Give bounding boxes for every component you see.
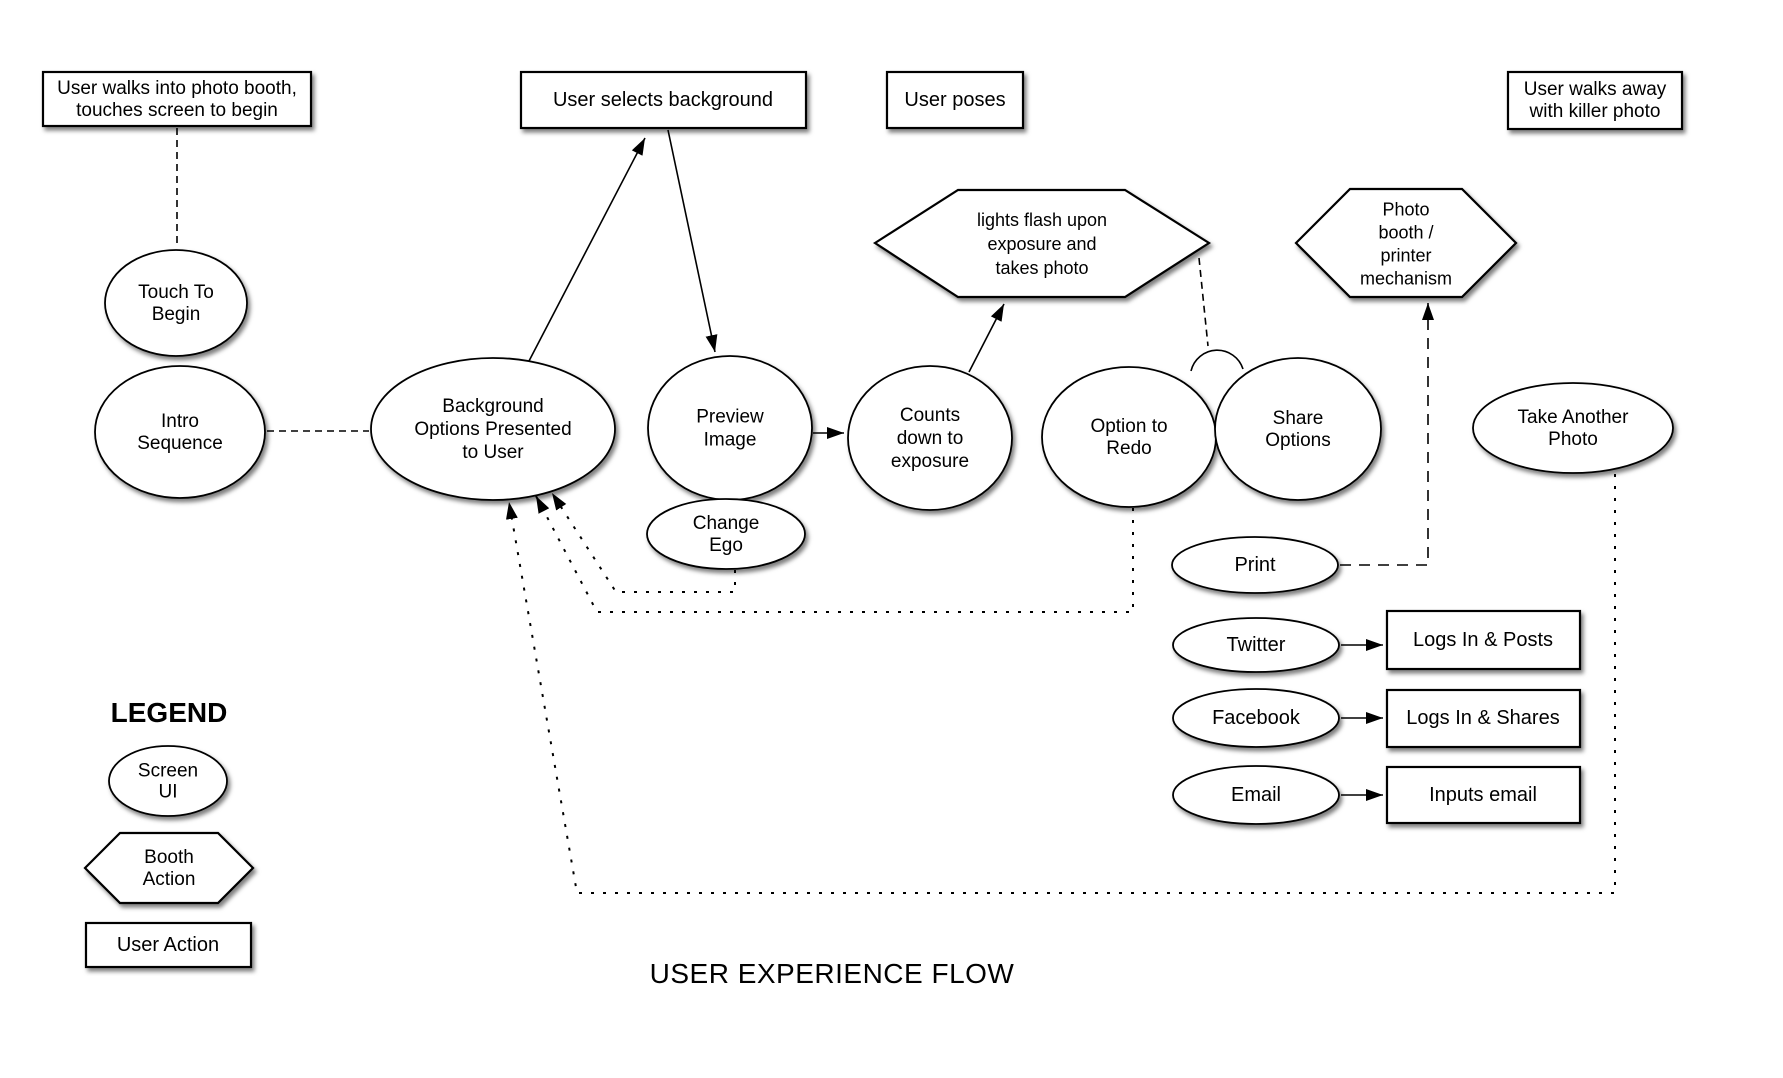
email-label: Email [1231, 784, 1281, 806]
edge-selectbg-to-preview [667, 129, 718, 353]
email-ellipse [1172, 765, 1340, 825]
node-logs-in-posts: Logs In & Posts [1385, 609, 1582, 671]
lights-flash-hexagon [872, 188, 1212, 299]
legend-user-action-box [84, 921, 253, 969]
walk-away-box [1506, 70, 1684, 131]
node-walk-in: User walks into photo booth,touches scre… [41, 70, 313, 128]
edge-background-to-selectbg [528, 137, 646, 362]
counts-down-ellipse [847, 365, 1013, 511]
node-user-poses: User poses [885, 70, 1025, 130]
edge-counts-to-lightsflash [968, 303, 1005, 373]
node-select-background: User selects background [519, 70, 808, 130]
legend-booth-action-hexagon [83, 831, 255, 905]
redo-share-loop-arc [1190, 349, 1244, 372]
legend-heading: LEGEND [111, 697, 228, 728]
logs-in-posts-label: Logs In & Posts [1413, 629, 1553, 651]
node-email: Email [1172, 765, 1340, 825]
twitter-label: Twitter [1227, 634, 1286, 656]
user-poses-label: User poses [904, 89, 1005, 111]
select-background-box [519, 70, 808, 130]
print-ellipse [1171, 536, 1339, 594]
legend-user-action-label: User Action [117, 934, 219, 956]
walk-in-label: User walks into photo booth,touches scre… [57, 78, 297, 121]
change-ego-ellipse [646, 498, 806, 570]
preview-image-ellipse [647, 355, 813, 501]
edge-takeanother-to-background [506, 474, 1616, 894]
edge-redo-to-background [535, 495, 1134, 613]
legend-screen-ui-ellipse [108, 745, 228, 817]
facebook-ellipse [1172, 688, 1340, 748]
print-label: Print [1234, 554, 1276, 576]
twitter-ellipse [1172, 617, 1340, 673]
walk-in-box [41, 70, 313, 128]
node-print: Print [1171, 536, 1339, 594]
node-facebook: Facebook [1172, 688, 1340, 748]
share-options-ellipse [1214, 357, 1382, 501]
node-inputs-email: Inputs email [1385, 765, 1582, 825]
node-logs-in-shares: Logs In & Shares [1385, 688, 1582, 749]
node-twitter: Twitter [1172, 617, 1340, 673]
diagram-title: USER EXPERIENCE FLOW [650, 958, 1015, 989]
inputs-email-label: Inputs email [1429, 784, 1537, 806]
photo-booth-printer-hexagon [1294, 187, 1518, 299]
logs-in-posts-box [1385, 609, 1582, 671]
intro-sequence-ellipse [94, 365, 266, 499]
touch-to-begin-ellipse [104, 249, 248, 357]
inputs-email-box [1385, 765, 1582, 825]
user-poses-box [885, 70, 1025, 130]
background-options-ellipse [370, 357, 616, 501]
take-another-ellipse [1472, 382, 1674, 474]
select-background-label: User selects background [553, 89, 773, 111]
facebook-label: Facebook [1212, 707, 1301, 729]
edge-print-to-printer [1340, 303, 1434, 566]
edge-lightsflash-to-shareloop [1198, 257, 1209, 347]
logs-in-shares-box [1385, 688, 1582, 749]
logs-in-shares-label: Logs In & Shares [1406, 707, 1559, 729]
